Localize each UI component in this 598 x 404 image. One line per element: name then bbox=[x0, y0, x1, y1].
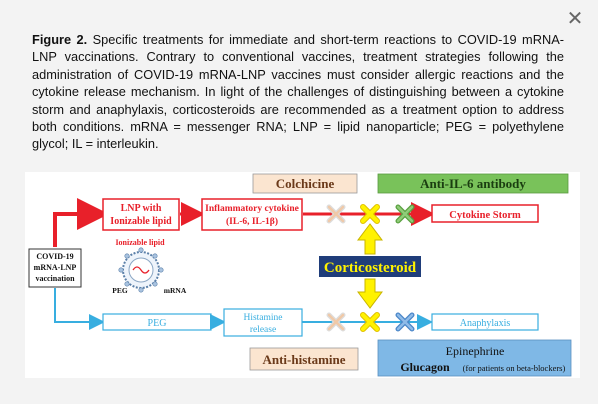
inflammatory-box bbox=[201, 198, 303, 231]
corticosteroid-box bbox=[319, 256, 421, 277]
histamine-box bbox=[223, 308, 303, 337]
corticosteroid-block-icon-top bbox=[360, 204, 380, 224]
anaphylaxis-label: Anaphylaxis bbox=[460, 318, 511, 329]
peg-box-label: PEG bbox=[148, 318, 167, 329]
caption-label: Figure 2. bbox=[32, 32, 88, 47]
glucagon-label: Glucagon bbox=[400, 360, 450, 374]
inflam-line1: Inflammatory cytokine bbox=[205, 204, 299, 214]
lnp-box bbox=[102, 198, 180, 231]
epinephrine-block-icon bbox=[395, 312, 415, 332]
close-icon[interactable]: ✕ bbox=[566, 8, 584, 30]
vaccine-line2: mRNA-LNP bbox=[34, 263, 77, 272]
cytokine-storm-box bbox=[431, 204, 539, 223]
anti-il6-label: Anti-IL-6 antibody bbox=[420, 176, 526, 191]
figure-caption: Figure 2. Specific treatments for immedi… bbox=[32, 31, 564, 153]
anti-il6-block-icon bbox=[395, 204, 415, 224]
diagram-svg: Colchicine Anti-IL-6 antibody LNP with I… bbox=[28, 173, 572, 377]
colchicine-label: Colchicine bbox=[276, 176, 335, 191]
antihistamine-box bbox=[249, 347, 359, 371]
inflam-line2: (IL-6, IL-1β) bbox=[226, 216, 278, 227]
epinephrine-label: Epinephrine bbox=[446, 344, 505, 358]
epinephrine-box bbox=[377, 339, 572, 377]
vaccine-box bbox=[28, 248, 82, 288]
red-arrow-start bbox=[53, 198, 109, 247]
corticosteroid-down-arrow bbox=[357, 278, 383, 309]
lnp-particle-icon bbox=[118, 247, 164, 293]
cyan-arrow-start bbox=[54, 288, 105, 330]
ionizable-lipid-label: Ionizable lipid bbox=[115, 238, 165, 247]
histamine-line1: Histamine bbox=[243, 313, 282, 323]
peg-label: PEG bbox=[112, 286, 128, 295]
colchicine-block-icon bbox=[326, 204, 346, 224]
antihistamine-label: Anti-histamine bbox=[262, 352, 345, 367]
mrna-label: mRNA bbox=[164, 286, 187, 295]
corticosteroid-block-icon-bottom bbox=[360, 312, 380, 332]
lnp-line1: LNP with bbox=[121, 203, 162, 214]
antihistamine-block-icon bbox=[326, 312, 346, 332]
anaphylaxis-box bbox=[431, 313, 539, 331]
anti-il6-box bbox=[377, 173, 569, 194]
corticosteroid-label: Corticosteroid bbox=[324, 260, 417, 276]
lnp-line2: Ionizable lipid bbox=[110, 216, 172, 227]
glucagon-note: (for patients on beta-blockers) bbox=[463, 363, 566, 373]
caption-text: Specific treatments for immediate and sh… bbox=[32, 32, 564, 152]
histamine-line2: release bbox=[250, 325, 276, 335]
vaccine-line3: vaccination bbox=[35, 274, 75, 283]
figure-diagram: Colchicine Anti-IL-6 antibody LNP with I… bbox=[25, 172, 580, 378]
cytokine-storm-label: Cytokine Storm bbox=[449, 210, 521, 221]
corticosteroid-up-arrow bbox=[357, 223, 383, 255]
colchicine-box bbox=[252, 173, 358, 194]
vaccine-line1: COVID-19 bbox=[36, 252, 73, 261]
